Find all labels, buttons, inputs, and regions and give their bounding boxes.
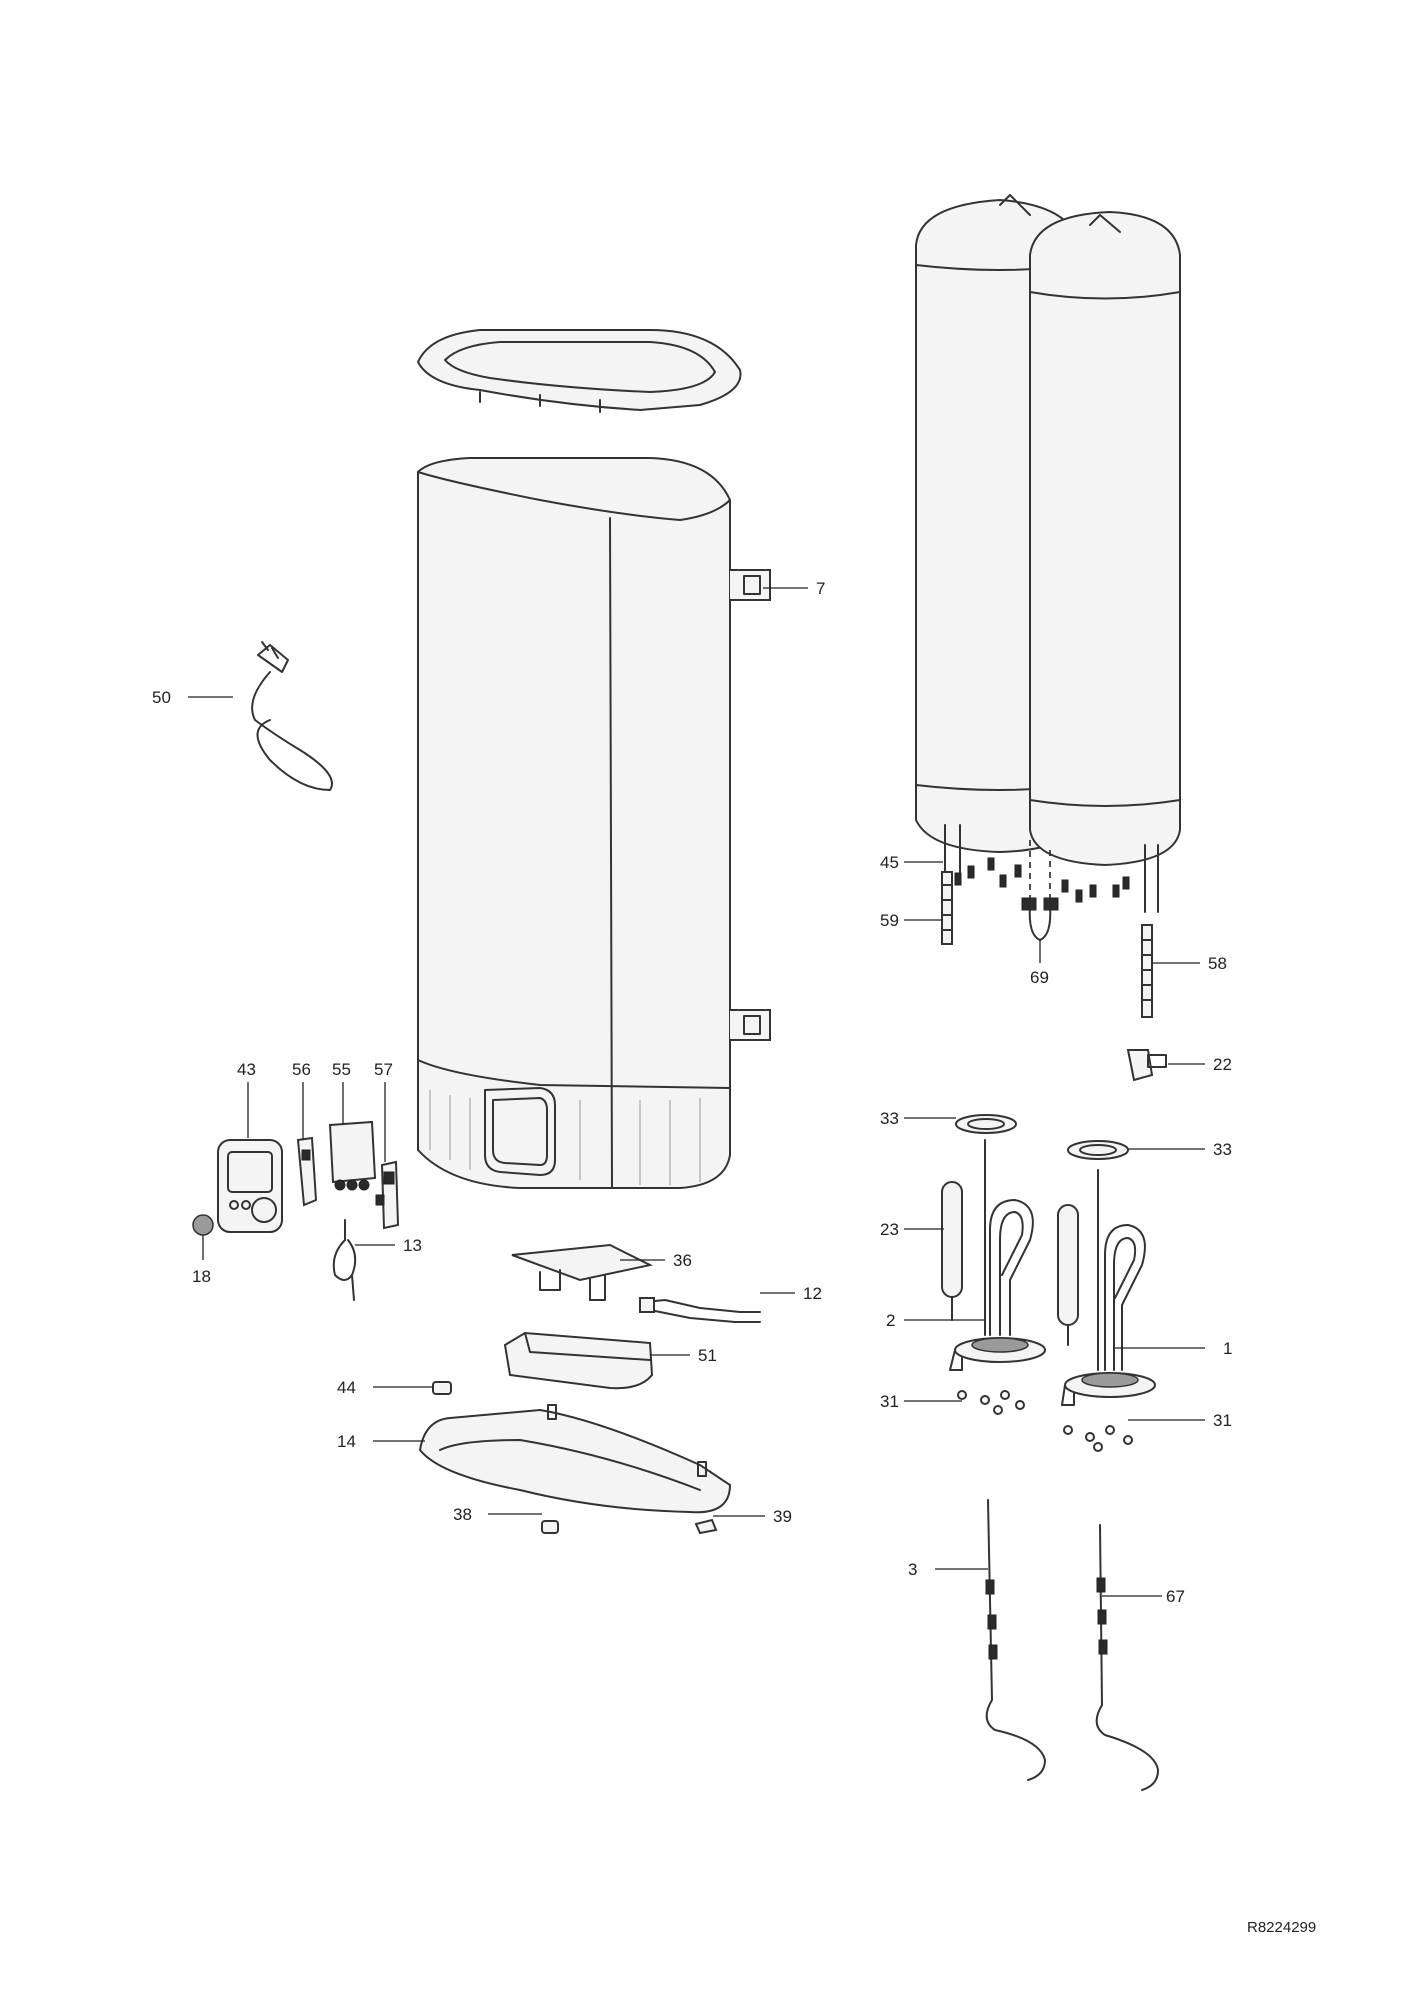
callout-57: 57 [374, 1060, 393, 1079]
screws-set-part [954, 857, 1130, 903]
callout-12: 12 [803, 1284, 822, 1303]
nuts-left-part [957, 1390, 1025, 1415]
valve-part [1126, 1049, 1167, 1082]
u-connector-part [1021, 840, 1059, 941]
electronics-tray-part [511, 1243, 653, 1301]
callout-38: 38 [453, 1505, 472, 1524]
knob-part [192, 1214, 214, 1236]
callout-67: 67 [1166, 1587, 1185, 1606]
callout-labels: 7 50 43 56 55 57 18 13 36 12 51 44 14 38… [152, 579, 1232, 1606]
callout-2: 2 [886, 1311, 895, 1330]
control-panel-part [217, 1139, 283, 1233]
callout-55: 55 [332, 1060, 351, 1079]
drawing-reference-code: R8224299 [1247, 1919, 1316, 1936]
callout-56: 56 [292, 1060, 311, 1079]
heating-element-left-part [949, 1139, 1046, 1371]
connection-cable-part [639, 1297, 761, 1323]
bottom-tray-part [503, 1331, 654, 1390]
callout-33-right: 33 [1213, 1140, 1232, 1159]
gasket-left-part [955, 1114, 1017, 1134]
flexible-pipe-right-part [1141, 924, 1153, 1018]
callout-23: 23 [880, 1220, 899, 1239]
sensor-probe-right-part [1095, 1524, 1159, 1791]
callout-44: 44 [337, 1378, 356, 1397]
wall-bracket-part [730, 569, 771, 1041]
callout-59: 59 [880, 911, 899, 930]
callout-3: 3 [908, 1560, 917, 1579]
callout-69: 69 [1030, 968, 1049, 987]
callout-50: 50 [152, 688, 171, 707]
callout-18: 18 [192, 1267, 211, 1286]
callout-39: 39 [773, 1507, 792, 1526]
flexible-pipe-left-part [941, 871, 953, 945]
callout-7: 7 [816, 579, 825, 598]
anode-left-part [941, 1181, 963, 1321]
casing-body-part [417, 457, 731, 1189]
heating-element-right-part [1061, 1169, 1156, 1406]
electronic-board-part [328, 1120, 377, 1191]
callout-51: 51 [698, 1346, 717, 1365]
gasket-left-inner [967, 1118, 1005, 1130]
power-cable-part [251, 641, 333, 791]
callout-33-left: 33 [880, 1109, 899, 1128]
callout-31-right: 31 [1213, 1411, 1232, 1430]
small-clip-part [541, 1520, 559, 1534]
nuts-right-part [1063, 1425, 1133, 1452]
top-cover-part [416, 329, 742, 413]
callout-14: 14 [337, 1432, 356, 1451]
side-bracket-right-part [375, 1160, 400, 1230]
anode-right-part [1057, 1204, 1079, 1346]
callout-43: 43 [237, 1060, 256, 1079]
callout-36: 36 [673, 1251, 692, 1270]
callout-45: 45 [880, 853, 899, 872]
callout-13: 13 [403, 1236, 422, 1255]
callout-22: 22 [1213, 1055, 1232, 1074]
leader-lines [188, 587, 1205, 1597]
small-nut-part [694, 1518, 718, 1535]
bottom-frame-part [418, 1404, 732, 1514]
callout-1: 1 [1223, 1339, 1232, 1358]
sensor-probe-left-part [985, 1499, 1046, 1781]
callout-31-left: 31 [880, 1392, 899, 1411]
tank-right-part [1029, 210, 1181, 913]
side-bracket-part [296, 1136, 318, 1207]
wiring-harness-part [332, 1219, 357, 1301]
callout-58: 58 [1208, 954, 1227, 973]
clip-part [432, 1381, 452, 1395]
gasket-right-part [1067, 1140, 1129, 1160]
gasket-right-inner [1079, 1144, 1117, 1156]
